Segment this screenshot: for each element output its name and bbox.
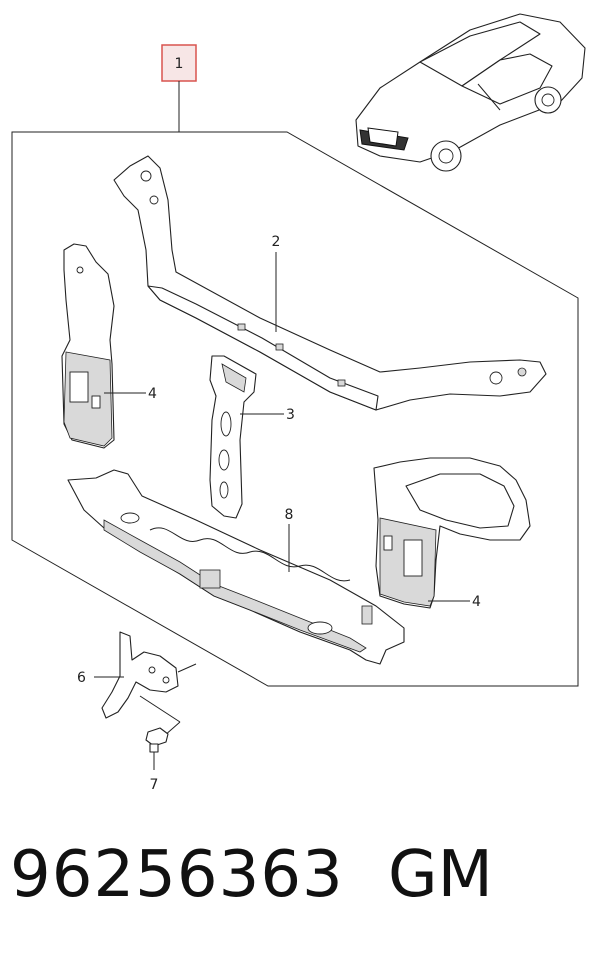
part-4-left-panel [61, 243, 115, 449]
footer: 96256363 GM [10, 838, 590, 928]
callout-2-label: 2 [272, 234, 281, 250]
callout-7-label: 7 [150, 777, 159, 793]
callout-1-box: 1 [161, 44, 197, 132]
callout-3-label: 3 [286, 407, 295, 423]
callout-8-label: 8 [285, 507, 294, 523]
callout-4-right-label: 4 [472, 594, 481, 610]
part-6-latch-bracket [101, 631, 197, 719]
part-number: 96256363 [10, 838, 344, 912]
callout-1-label: 1 [175, 56, 184, 72]
part-2-upper-rail [113, 155, 547, 411]
part-3-center-brace [209, 355, 257, 519]
part-4-right-panel [373, 457, 531, 609]
part-8-lower-rail [67, 469, 405, 665]
callout-6-label: 6 [77, 670, 86, 686]
brand-name: GM [388, 838, 493, 912]
callout-4-left-label: 4 [148, 386, 157, 402]
car-thumbnail-image [355, 13, 586, 172]
assembly-frame [11, 131, 579, 687]
part-7-bolt [139, 695, 181, 753]
